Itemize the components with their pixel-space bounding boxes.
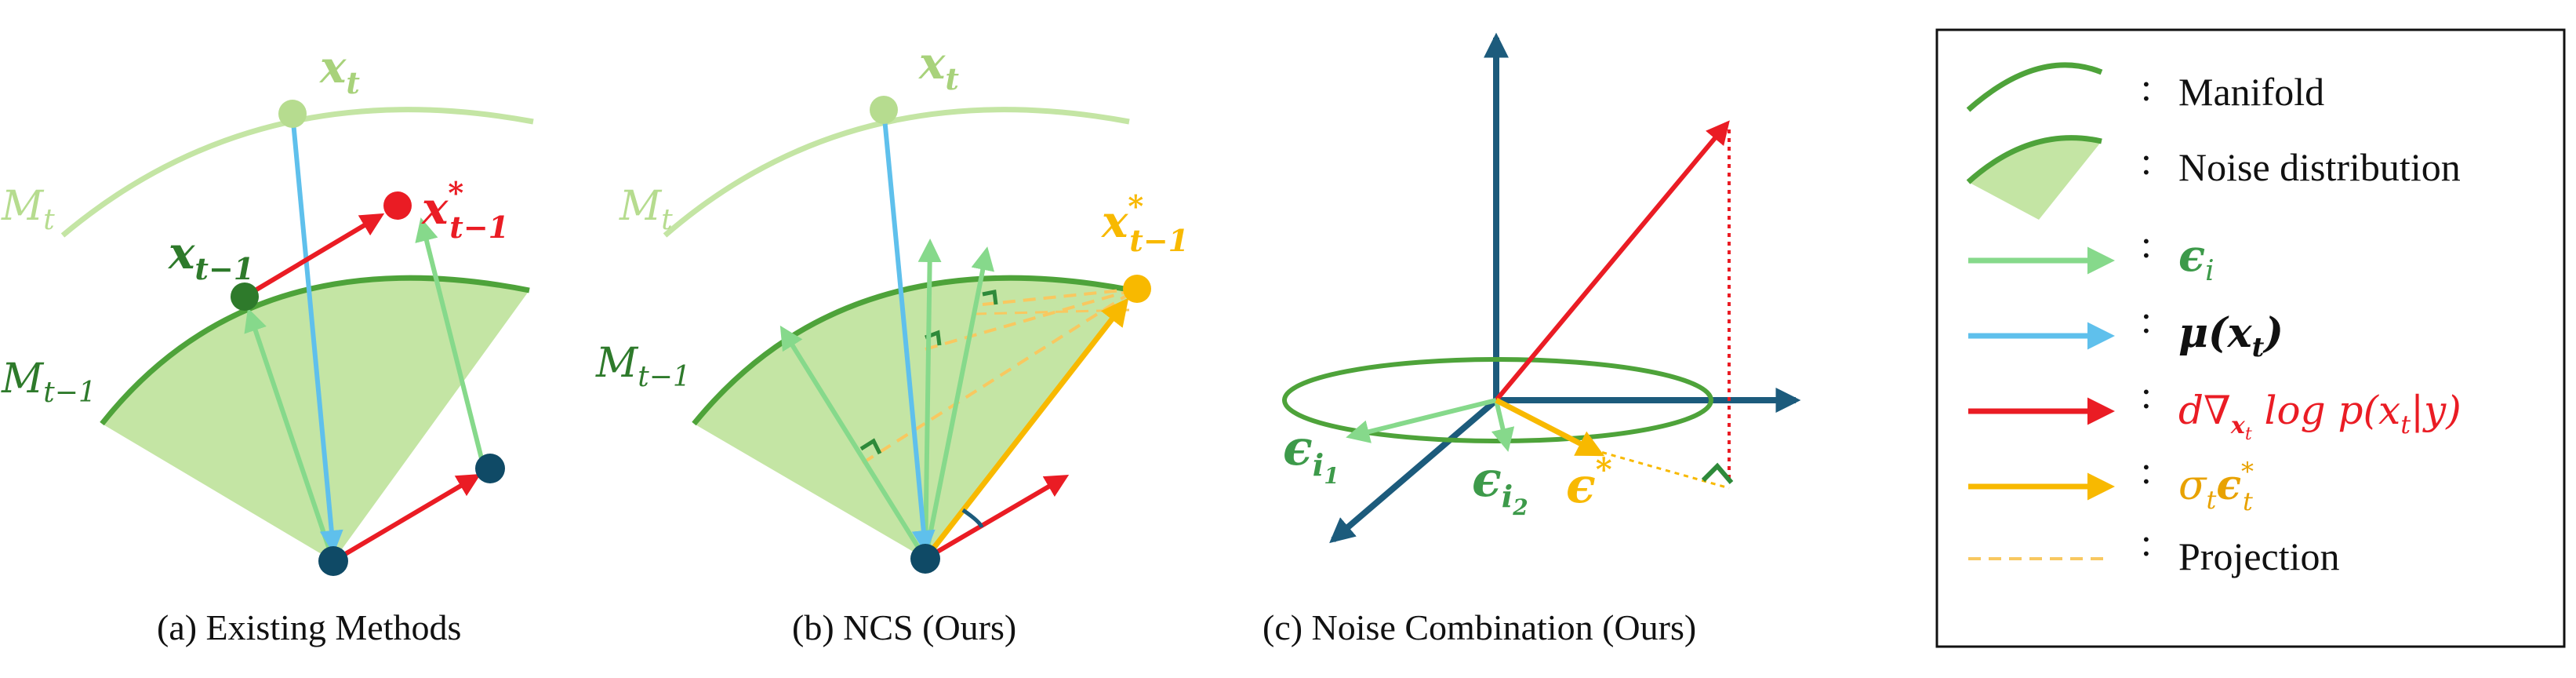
legend-colon: : [2141, 222, 2152, 266]
label-xstar: x*t−1 [421, 175, 509, 245]
legend: : Manifold : Noise distribution : ϵi : μ… [1935, 28, 2566, 648]
legend-colon: : [2141, 65, 2152, 109]
right-angle-marker [859, 438, 882, 455]
node-eps-start [475, 454, 505, 483]
manifold-t1-curve [692, 275, 1134, 426]
projection-dash [925, 287, 1138, 351]
eps-arrow [779, 325, 928, 560]
node-mu-end [910, 544, 940, 574]
grad-arrow [243, 213, 385, 299]
eps-star-arrow [1495, 397, 1605, 457]
manifold-t-curve [60, 107, 534, 238]
eps-arrow [917, 239, 942, 560]
panel-b: xt x*t−1 Mt Mt−1 (b) NCS (Ours) [595, 38, 1189, 647]
node-mu-end [318, 546, 348, 576]
legend-colon: : [2141, 373, 2152, 417]
caption-a: (a) Existing Methods [157, 607, 461, 647]
legend-label-mu: μ(xt) [2178, 309, 2284, 363]
axis-y [1329, 397, 1499, 544]
label-eps-i1: ϵi1 [1283, 419, 1339, 489]
grad-arrow [924, 474, 1070, 561]
legend-label-manifold: Manifold [2178, 70, 2324, 114]
label-Mt1: Mt−1 [1, 355, 96, 409]
legend-manifold-icon [1966, 62, 2103, 112]
angle-arc [961, 508, 984, 528]
legend-colon: : [2141, 139, 2152, 183]
manifold-t-curve [663, 107, 1130, 238]
panel-a: xt xt−1 x*t−1 Mt Mt−1 (a) Existing Metho… [1, 42, 534, 647]
projection-dash [982, 287, 1138, 306]
node-xt1 [231, 282, 259, 311]
label-xstar: x*t−1 [1101, 188, 1189, 258]
projection-dash [861, 287, 1139, 465]
legend-colon: : [2141, 520, 2152, 564]
node-xstar [1123, 275, 1151, 303]
eps-arrow [923, 246, 995, 560]
caption-b: (b) NCS (Ours) [792, 607, 1016, 647]
sigma-eps-arrow [923, 297, 1129, 561]
label-xt: xt [319, 42, 360, 100]
legend-noise-edge [1966, 135, 2102, 184]
grad-arrow [1494, 120, 1730, 402]
legend-label-eps: ϵi [2178, 230, 2214, 287]
label-eps-i2: ϵi2 [1472, 450, 1528, 520]
eps-i1-arrow [1346, 398, 1497, 443]
manifold-t1-curve [100, 275, 530, 426]
legend-label-projection: Projection [2178, 534, 2340, 578]
caption-c: (c) Noise Combination (Ours) [1263, 607, 1696, 647]
legend-label-grad: d∇xt log p(xt|y) [2178, 388, 2462, 444]
label-Mt1: Mt−1 [595, 340, 691, 393]
label-Mt: Mt [1, 183, 55, 236]
legend-colon: : [2141, 448, 2152, 492]
label-eps-star: ϵ* [1566, 451, 1612, 514]
eps-i2-arrow [1491, 399, 1515, 452]
grad-arrow [332, 473, 481, 563]
panel-c: ϵi1 ϵi2 ϵ* (c) Noise Combination (Ours) [1263, 32, 1801, 647]
label-xt: xt [918, 38, 959, 97]
noise-region [102, 278, 529, 561]
legend-label-noise: Noise distribution [2178, 145, 2461, 189]
legend-label-sigma: σtϵ*t [2178, 457, 2254, 516]
node-xstar [383, 191, 412, 220]
mu-arrow [881, 109, 936, 554]
eps-arrow [244, 308, 336, 562]
mu-arrow [290, 113, 343, 554]
eps-arrow [415, 217, 487, 472]
node-xt [278, 100, 307, 128]
right-angle-marker [1701, 462, 1734, 484]
label-xt1: xt−1 [168, 228, 254, 286]
node-xt [870, 96, 898, 124]
label-Mt: Mt [619, 183, 673, 236]
legend-colon: : [2141, 297, 2152, 341]
right-angle-marker [982, 290, 998, 305]
